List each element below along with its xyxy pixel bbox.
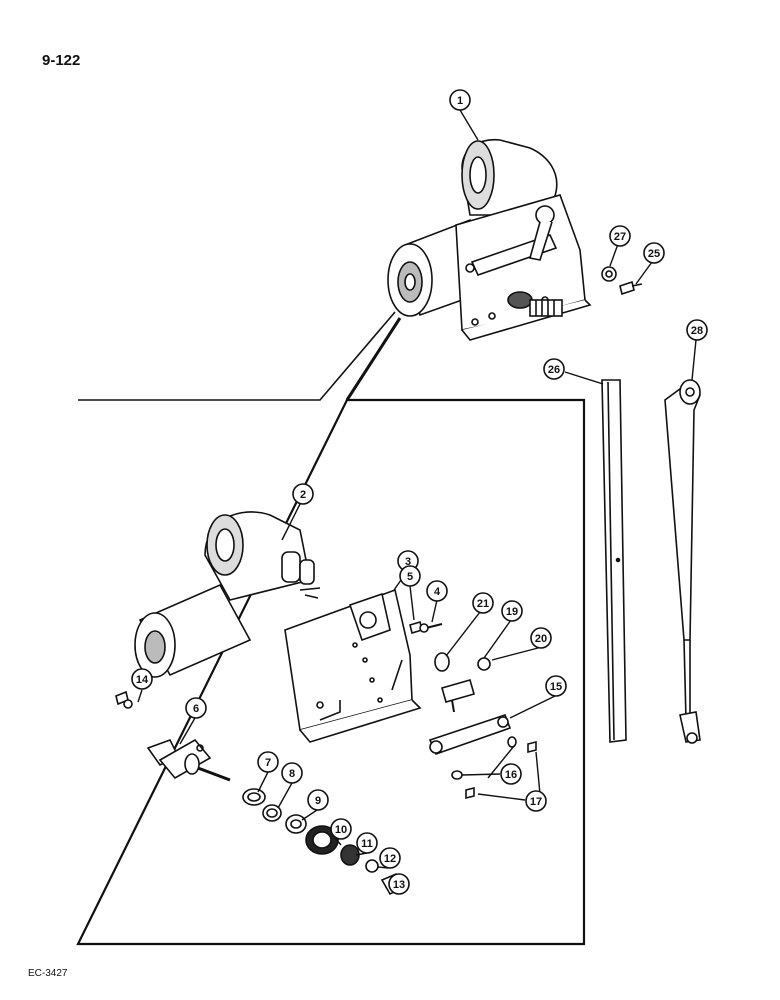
svg-text:4: 4 [434, 586, 441, 598]
wiper-blade [601, 379, 627, 743]
svg-text:13: 13 [393, 879, 405, 891]
svg-text:21: 21 [477, 598, 489, 610]
callout-15: 15 [545, 675, 567, 697]
small-hardware-upper [409, 620, 450, 672]
svg-text:6: 6 [193, 703, 199, 715]
svg-text:27: 27 [614, 231, 626, 243]
drawing-code: EC-3427 [28, 968, 68, 979]
svg-text:16: 16 [505, 769, 517, 781]
callout-20: 20 [530, 627, 552, 649]
callout-16: 16 [500, 763, 522, 785]
callout-28: 26 [543, 358, 565, 380]
svg-text:11: 11 [361, 838, 373, 850]
svg-text:8: 8 [289, 768, 295, 780]
svg-text:10: 10 [335, 824, 347, 836]
svg-text:28: 28 [691, 325, 703, 337]
callout-14: 14 [131, 668, 153, 690]
callout-26: 27 [609, 225, 631, 247]
page-number: 9-122 [42, 52, 81, 69]
motor-assembly-top [387, 139, 592, 341]
svg-text:15: 15 [550, 681, 562, 693]
svg-text:3: 3 [405, 556, 411, 568]
svg-text:5: 5 [407, 571, 413, 583]
callout-6: 6 [185, 697, 207, 719]
callout-25: 25 [643, 242, 665, 264]
svg-text:14: 14 [136, 674, 149, 686]
callout-12: 12 [379, 847, 401, 869]
wiper-arm [664, 378, 701, 744]
crank-and-nut [441, 657, 491, 713]
callout-1: 1 [449, 89, 471, 111]
svg-text:7: 7 [265, 757, 271, 769]
svg-text:1: 1 [457, 95, 463, 107]
svg-text:9: 9 [315, 795, 321, 807]
callout-2: 2 [292, 483, 314, 505]
motor-detail [134, 511, 321, 678]
callout-8: 8 [281, 762, 303, 784]
svg-text:12: 12 [384, 853, 396, 865]
callout-7: 7 [257, 751, 279, 773]
screw-and-washer-top [601, 266, 643, 296]
leader-lines [137, 109, 697, 895]
callout-9: 9 [307, 789, 329, 811]
callout-17: 17 [525, 790, 547, 812]
svg-text:20: 20 [535, 633, 547, 645]
callout-10: 10 [330, 818, 352, 840]
callout-19: 19 [501, 600, 523, 622]
switch-assembly [146, 738, 231, 782]
svg-text:2: 2 [300, 489, 306, 501]
callout-13: 13 [388, 873, 410, 895]
svg-text:17: 17 [530, 796, 542, 808]
svg-text:19: 19 [506, 606, 518, 618]
callouts: 1 27 25 28 26 2 3 5 4 21 19 20 15 14 6 7… [131, 89, 708, 895]
callout-4: 4 [426, 580, 448, 602]
link-rod [428, 713, 537, 800]
svg-text:25: 25 [648, 248, 660, 260]
svg-text:26: 26 [548, 364, 560, 376]
callout-11: 11 [356, 832, 378, 854]
callout-21: 21 [472, 592, 494, 614]
callout-5: 5 [399, 565, 421, 587]
mounting-screws [115, 690, 133, 709]
bracket-plate [284, 588, 422, 743]
callout-27: 28 [686, 319, 708, 341]
